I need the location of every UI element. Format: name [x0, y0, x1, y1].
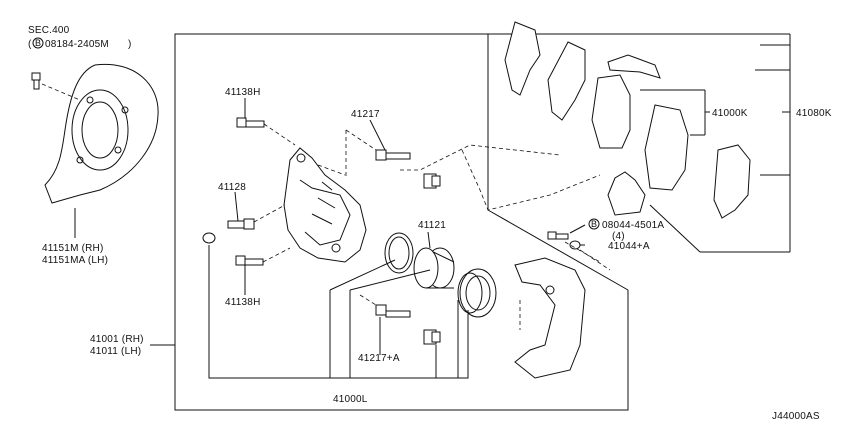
piston-boot: [457, 268, 497, 318]
label-piston: 41121: [418, 220, 446, 231]
label-caliper-bolt-lower: 41138H: [225, 297, 261, 308]
shim-3: [713, 144, 751, 219]
label-bolt-ref: 08184-2405M: [45, 39, 109, 50]
dust-shield: [44, 63, 159, 204]
label-seal-kit: 41000L: [333, 394, 368, 405]
torque-member: [514, 257, 586, 379]
clip-side: [607, 171, 646, 216]
label-caliper-bolt-upper: 41138H: [225, 87, 261, 98]
label-dust-shield-lh: 41151MA (LH): [42, 255, 108, 266]
label-bleeder: 41128: [218, 182, 246, 193]
circle-b2-icon: [588, 218, 600, 230]
piston-seal: [384, 232, 414, 274]
label-caliper-rh: 41001 (RH): [90, 334, 144, 345]
pin-boot-upper: [423, 173, 441, 189]
shim-2: [547, 41, 586, 121]
label-circle-b2: B: [591, 219, 597, 229]
label-caliper-lh: 41011 (LH): [90, 346, 141, 357]
piston: [413, 247, 455, 289]
shim-1: [504, 21, 541, 96]
pin-upper: [375, 149, 411, 161]
label-sec-close: ): [128, 39, 132, 50]
label-pin-upper: 41217: [351, 109, 380, 120]
caliper-body: [283, 147, 367, 263]
frame-caliper: [174, 33, 629, 411]
caliper-bolt-upper: [236, 117, 265, 128]
pin-lower: [375, 304, 411, 318]
torque-washer: [569, 240, 581, 250]
label-diagram-code: J44000AS: [772, 411, 820, 422]
label-pad-kit: 41000K: [712, 108, 748, 119]
label-torque-bolt: 08044-4501A: [602, 220, 664, 231]
shield-bolt: [31, 72, 41, 90]
label-sec-open: (: [28, 39, 32, 50]
label-sec-ref: SEC.400: [28, 25, 70, 36]
label-circle-b: B: [35, 38, 41, 48]
label-dust-shield-rh: 41151M (RH): [42, 243, 103, 254]
pad-outer: [644, 104, 689, 191]
label-pad-hardware: 41080K: [796, 108, 832, 119]
circle-b-icon: [32, 37, 44, 49]
label-torque-member: 41044+A: [608, 241, 650, 252]
pin-boot-lower: [423, 329, 441, 345]
clip-top: [607, 54, 661, 79]
caliper-bolt-lower: [235, 255, 264, 266]
pad-inner: [591, 74, 631, 149]
label-pin-lower: 41217+A: [358, 353, 400, 364]
bleeder-screw: [227, 218, 255, 230]
bleeder-cap: [202, 232, 216, 244]
label-torque-bolt-qty: (4): [612, 231, 625, 242]
torque-bolt: [547, 231, 569, 240]
